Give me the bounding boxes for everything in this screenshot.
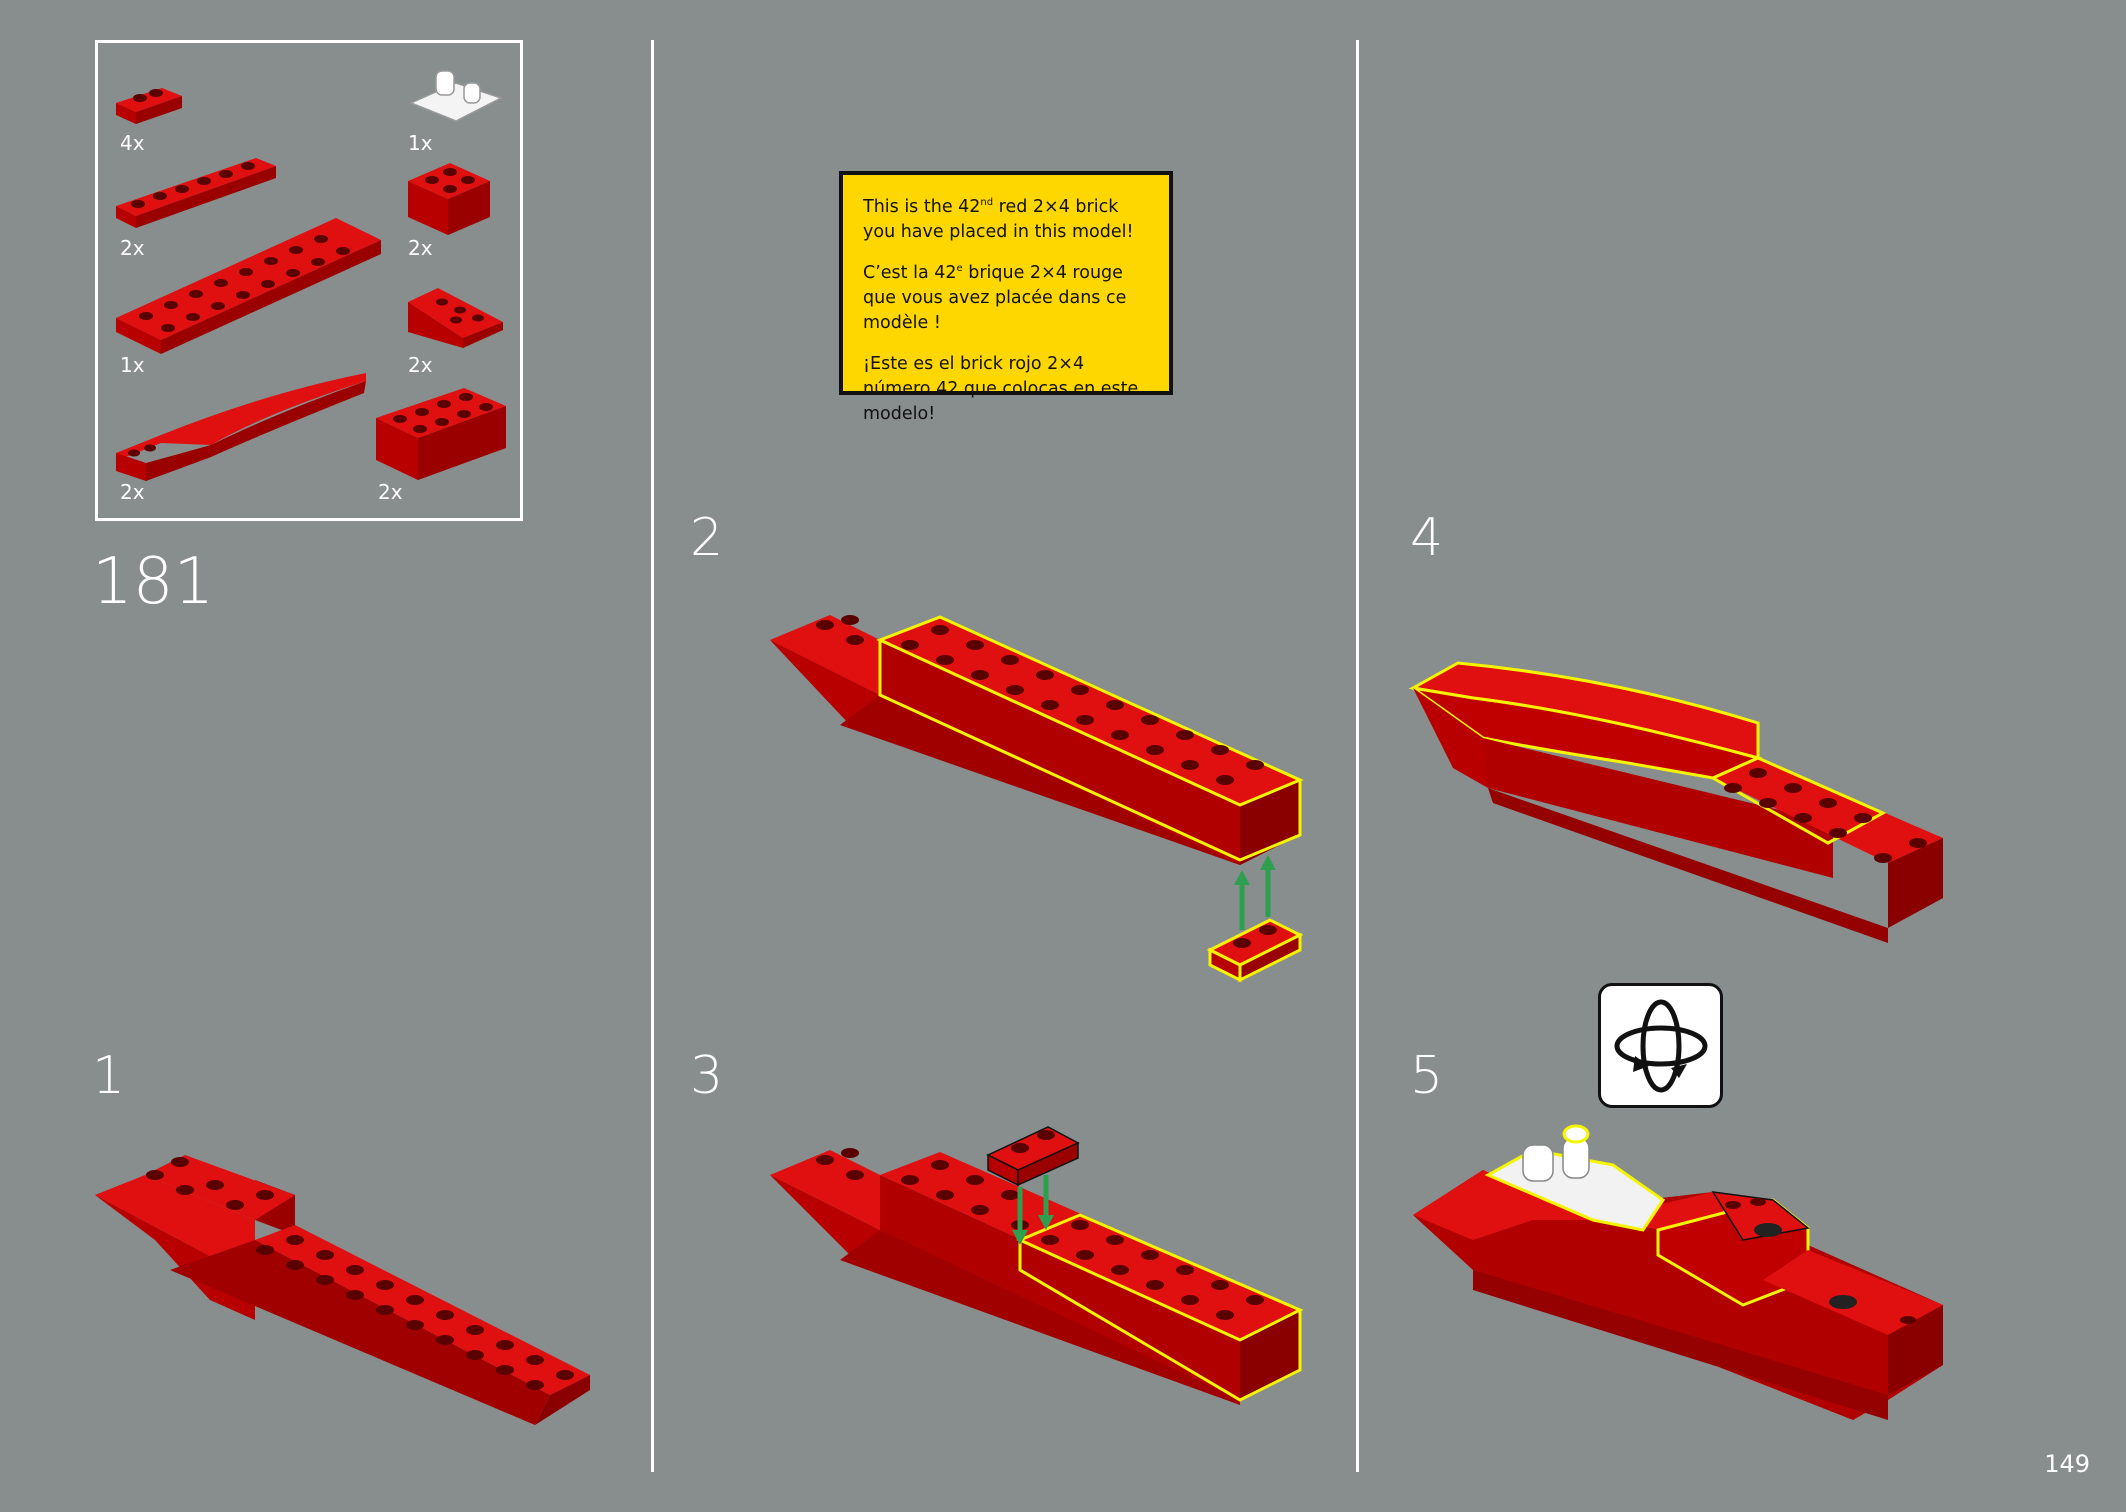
parts-qty: 2x xyxy=(378,480,403,504)
model-assembly-step-5 xyxy=(1413,1124,1943,1420)
red-plate-2x8-icon xyxy=(116,218,381,354)
parts-qty: 1x xyxy=(408,131,433,155)
fun-fact-callout: This is the 42nd red 2×4 brick you have … xyxy=(839,171,1173,424)
parts-qty: 2x xyxy=(120,236,145,260)
red-plate-1x6-icon xyxy=(116,158,276,228)
substep-label-3: 3 xyxy=(690,1046,724,1106)
parts-qty: 4x xyxy=(120,131,145,155)
substep-label-2: 2 xyxy=(690,508,724,568)
model-assembly-step-4 xyxy=(1408,661,1943,943)
red-wedge-plate-icon xyxy=(408,288,503,348)
page-number: 149 xyxy=(2044,1450,2090,1478)
callout-spanish: ¡Este es el brick rojo 2×4 número 42 que… xyxy=(863,354,1139,424)
substep-label-4: 4 xyxy=(1410,508,1444,568)
parts-list-box: 4x 1x 2x 2x 1x xyxy=(95,40,523,521)
model-assembly-step-2 xyxy=(770,615,1304,983)
white-engine-piece-icon xyxy=(409,70,503,122)
red-plate-1x2-icon xyxy=(116,88,182,124)
rotate-model-icon xyxy=(1614,999,1708,1093)
callout-french: C’est la 42e brique 2×4 rouge que vous a… xyxy=(863,263,1127,333)
callout-english: This is the 42nd red 2×4 brick you have … xyxy=(863,197,1134,242)
red-curved-slope-icon xyxy=(116,373,366,481)
rotate-model-button xyxy=(1598,983,1723,1108)
substep-label-5: 5 xyxy=(1410,1046,1444,1106)
column-divider-left xyxy=(651,40,654,1472)
column-divider-right xyxy=(1356,40,1359,1472)
parts-qty: 2x xyxy=(408,236,433,260)
step-number: 181 xyxy=(92,545,215,619)
substep-label-1: 1 xyxy=(92,1046,126,1106)
parts-qty: 2x xyxy=(120,480,145,504)
model-assembly-step-3 xyxy=(770,1126,1304,1405)
parts-qty: 2x xyxy=(408,353,433,377)
parts-qty: 1x xyxy=(120,353,145,377)
red-brick-2x2-icon xyxy=(408,163,490,235)
model-assembly-step-1 xyxy=(95,1155,590,1425)
red-brick-2x4-icon xyxy=(376,388,506,480)
